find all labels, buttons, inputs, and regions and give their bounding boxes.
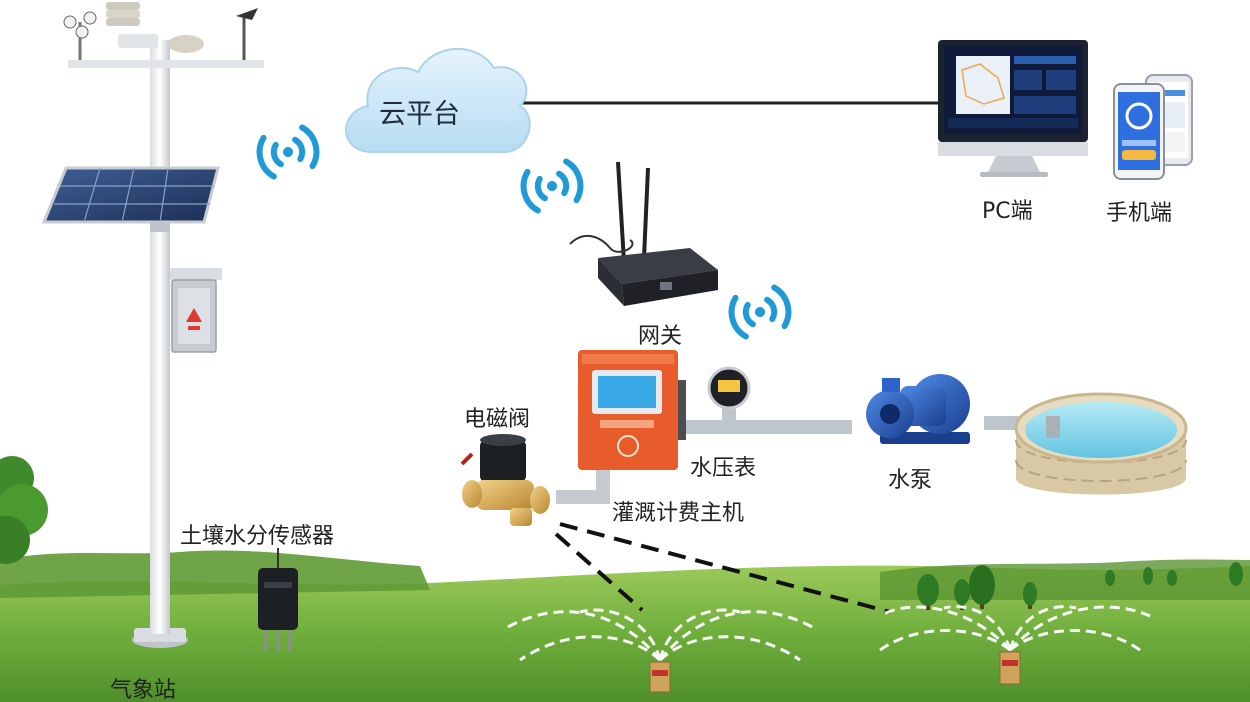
signal-dashed-lines [554,522,891,614]
pressure-gauge-icon [707,366,751,422]
phone-icon [1113,74,1193,180]
cloud-platform-label: 云平台 [379,99,460,130]
mobile-label: 手机端 [1106,201,1173,226]
water-pump-label: 水泵 [888,468,933,493]
tree-icon [0,456,48,564]
water-pump-icon [866,374,970,444]
gateway-router-icon [569,161,718,306]
soil-sensor-icon [258,548,298,652]
irrigation-host-label: 灌溉计费主机 [612,501,745,526]
soil-sensor-label: 土壤水分传感器 [180,524,335,549]
water-pipe [556,416,1024,504]
irrigation-controller [578,350,686,470]
wifi-icon [728,284,792,340]
pool-icon [1014,392,1188,495]
monitor-icon [938,40,1088,177]
pc-label: PC端 [982,199,1033,224]
gateway-label: 网关 [638,324,683,349]
sprinkler-icon [505,608,815,693]
weather-station-icon [41,2,264,648]
cloud-icon [345,47,531,153]
solenoid-valve-icon [460,434,550,526]
pressure-gauge-label: 水压表 [690,456,757,481]
weather-station-label: 气象站 [110,678,177,702]
solar-panel-icon [41,166,220,232]
solenoid-valve-label: 电磁阀 [464,407,531,432]
wifi-icon [520,158,584,214]
tree-icon [917,562,1243,610]
sprinkler-icon [879,605,1151,685]
grass-field [0,550,1250,702]
wifi-icon [256,124,320,180]
